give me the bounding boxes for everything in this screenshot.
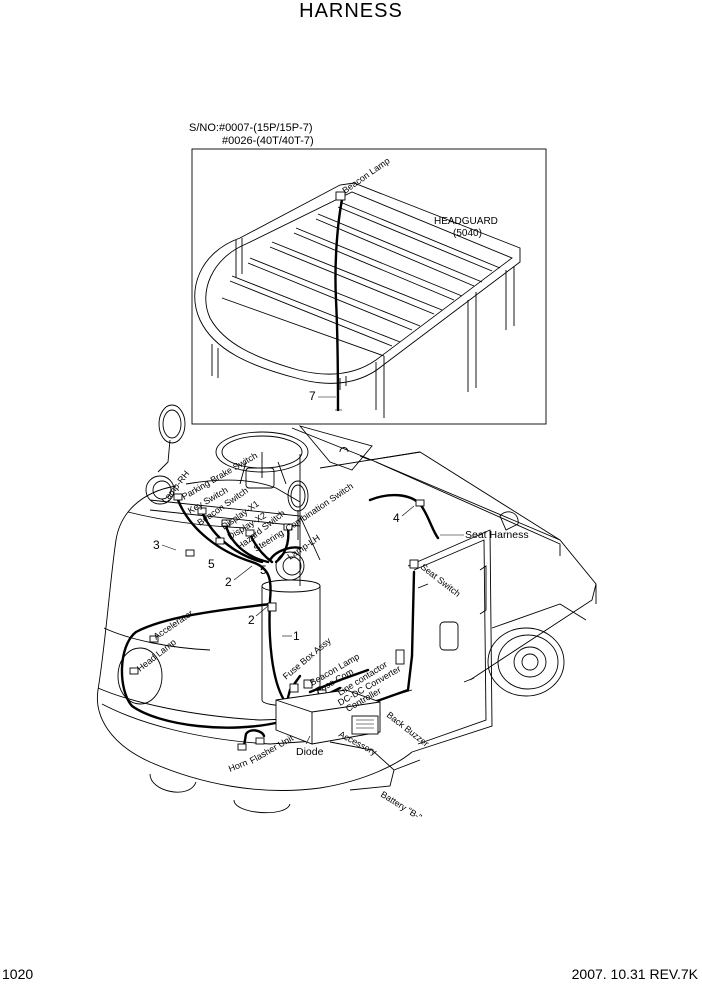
callout-7: 7 xyxy=(309,389,316,403)
label-accelerator: Accelerator xyxy=(152,608,195,642)
headguard-drawing: Beacon Lamp HEADGUARD (5040) 7 xyxy=(194,156,521,418)
callout-4: 4 xyxy=(393,511,400,525)
callout-2a: 2 xyxy=(225,575,232,589)
label-seat-harness: Seat Harness xyxy=(465,529,529,541)
page-number: 1020 xyxy=(2,966,34,982)
label-horn: Horn xyxy=(227,757,249,774)
label-head-lamp: Head Lamp xyxy=(135,637,178,674)
callout-2b: 2 xyxy=(248,613,255,627)
revision-date: 2007. 10.31 REV.7K xyxy=(571,966,698,982)
sno-line-1: S/NO:#0007-(15P/15P-7) xyxy=(189,122,313,134)
headguard-code: (5040) xyxy=(453,228,482,239)
callout-1: 1 xyxy=(293,629,300,643)
label-flasher-unit: Flasher Unit xyxy=(248,733,295,766)
callouts: 1 2 2 3 4 5 5 xyxy=(153,505,415,643)
sno-line-2: #0026-(40T/40T-7) xyxy=(222,135,314,147)
headguard-label: HEADGUARD xyxy=(434,216,498,227)
callout-5a: 5 xyxy=(208,557,215,571)
label-seat-switch: Seat Switch xyxy=(419,562,463,599)
headguard-inset: S/NO:#0007-(15P/15P-7) #0026-(40T/40T-7) xyxy=(189,122,547,425)
inset-frame xyxy=(191,148,547,425)
callout-5b: 5 xyxy=(260,563,267,577)
page-title: HARNESS xyxy=(299,0,403,22)
label-diode: Diode xyxy=(296,746,324,758)
connectors xyxy=(129,493,425,751)
callout-3: 3 xyxy=(153,538,160,552)
label-battery: Battery "B-" xyxy=(379,789,424,822)
label-combination-switch: Combination Switch xyxy=(284,481,356,534)
component-labels: Lamp-RH Parking Brake Switch Key Switch … xyxy=(135,450,529,822)
inset-beacon-lamp-label: Beacon Lamp xyxy=(340,156,391,196)
label-back-buzzer: Back Buzzer xyxy=(385,710,431,749)
vehicle-drawing xyxy=(96,404,597,814)
